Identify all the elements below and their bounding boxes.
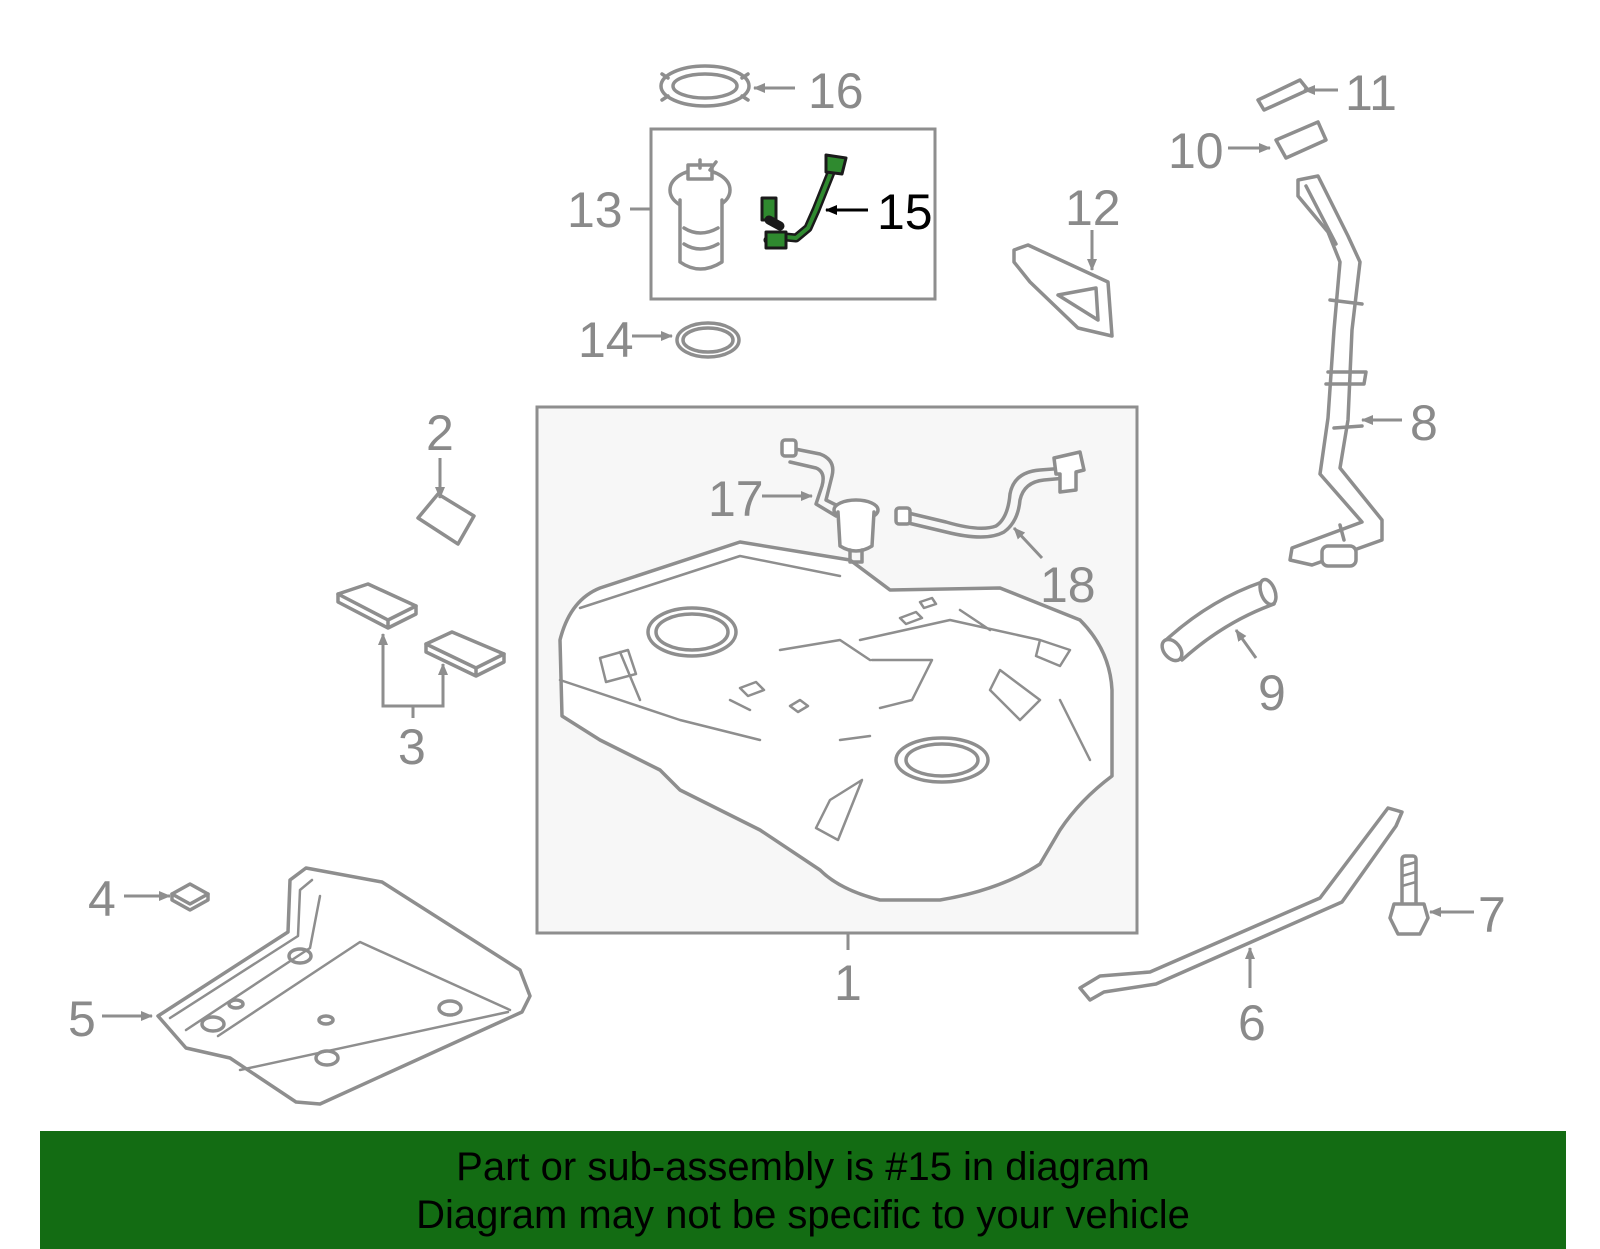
callout-6: 6 [1238, 995, 1266, 1051]
part-1-fuel-tank[interactable] [558, 540, 1114, 902]
callout-17: 17 [708, 471, 764, 527]
notice-banner: Part or sub-assembly is #15 in diagram D… [40, 1131, 1566, 1249]
callout-4: 4 [88, 871, 116, 927]
part-9-filler-hose[interactable] [1158, 577, 1279, 664]
callout-8: 8 [1410, 395, 1438, 451]
callout-5: 5 [68, 991, 96, 1047]
part-10-gasket[interactable] [1274, 120, 1328, 160]
callout-7: 7 [1478, 887, 1506, 943]
part-2-pad[interactable] [416, 492, 476, 546]
part-7-bolt[interactable] [1388, 854, 1430, 936]
part-4-clip[interactable] [170, 882, 210, 912]
part-17-fuel-sender[interactable] [780, 438, 880, 564]
callout-11: 11 [1345, 65, 1397, 121]
part-13-fuel-pump[interactable] [668, 158, 732, 271]
part-15-fuel-pump-harness[interactable] [760, 153, 848, 250]
part-14-o-ring[interactable] [675, 321, 741, 359]
callout-16: 16 [808, 63, 864, 119]
callout-14: 14 [578, 312, 634, 368]
callout-2: 2 [426, 405, 454, 461]
callout-3: 3 [398, 719, 426, 775]
part-11-seal[interactable] [1256, 78, 1310, 112]
callout-18: 18 [1040, 557, 1096, 613]
notice-line-2: Diagram may not be specific to your vehi… [416, 1193, 1190, 1237]
callout-9: 9 [1258, 665, 1286, 721]
callout-1: 1 [834, 955, 862, 1011]
callout-10: 10 [1168, 123, 1224, 179]
part-18-vent-tube[interactable] [894, 450, 1086, 539]
part-12-heat-shield[interactable] [1012, 243, 1114, 338]
part-16-lock-ring[interactable] [659, 64, 751, 108]
notice-line-1: Part or sub-assembly is #15 in diagram [456, 1145, 1150, 1189]
callout-13: 13 [567, 182, 623, 238]
part-6-tank-strap[interactable] [1078, 806, 1404, 1002]
part-8-filler-pipe[interactable] [1288, 174, 1384, 568]
part-3-insulators[interactable] [336, 582, 506, 678]
part-5-shield[interactable] [156, 866, 532, 1106]
callout-15: 15 [877, 184, 933, 240]
callout-12: 12 [1065, 180, 1121, 236]
